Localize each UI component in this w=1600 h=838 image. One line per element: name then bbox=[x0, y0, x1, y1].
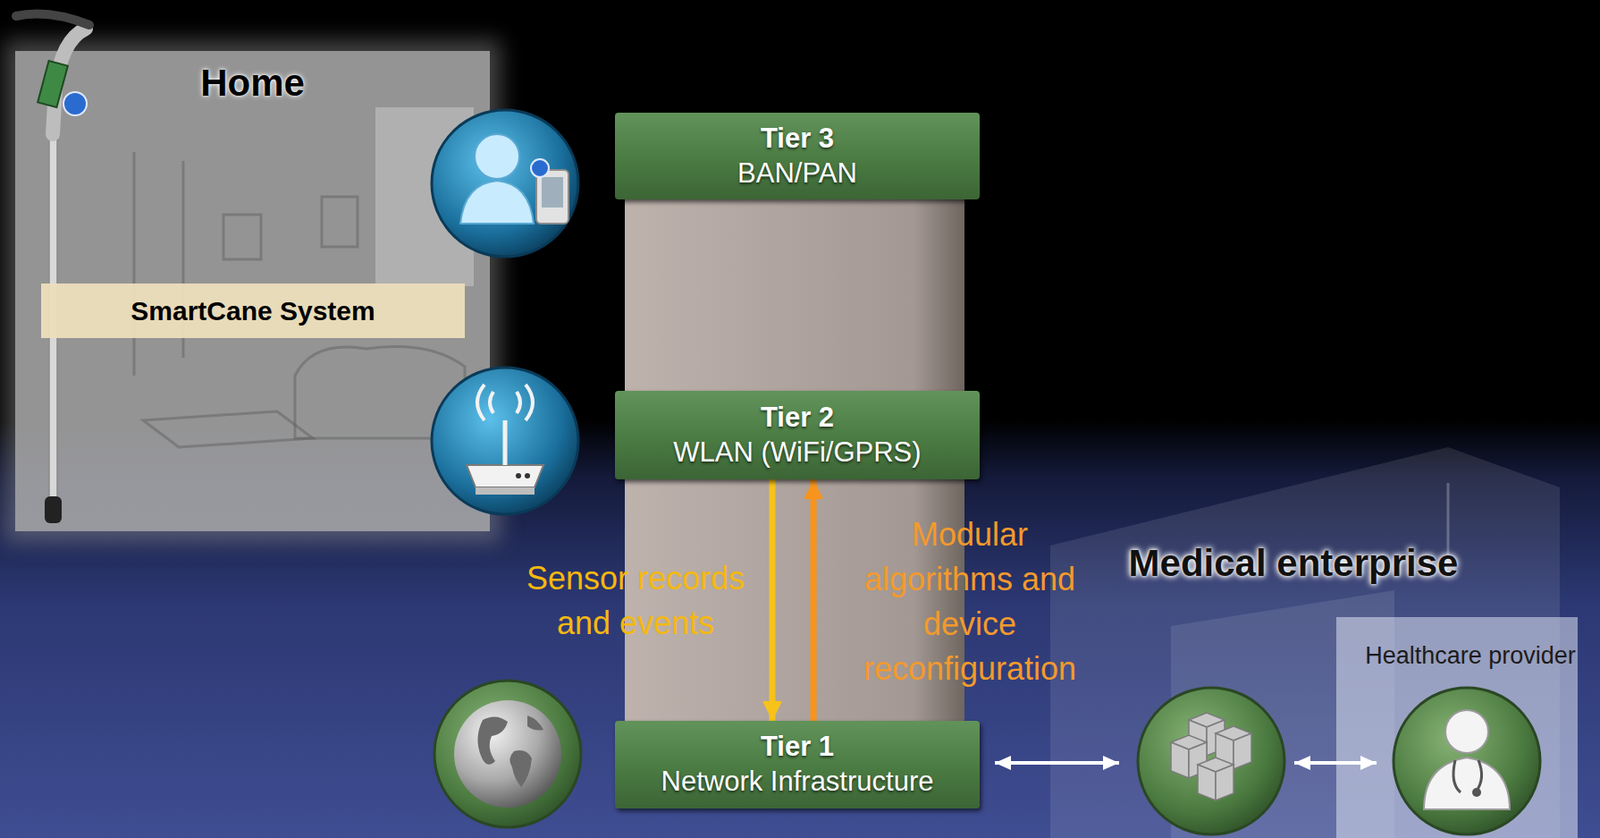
flow-arrow bbox=[810, 479, 817, 721]
system-box: SmartCane System bbox=[41, 283, 465, 338]
region-title: Medical enterprise bbox=[1087, 541, 1499, 585]
role-label: Healthcare provider bbox=[1349, 641, 1592, 670]
tier-network: WLAN (WiFi/GPRS) bbox=[673, 435, 921, 471]
tier-column bbox=[624, 192, 965, 729]
tier-box: Tier 3BAN/PAN bbox=[614, 112, 980, 200]
cane-illustration bbox=[16, 14, 90, 523]
tier-network: Network Infrastructure bbox=[661, 764, 935, 800]
tier-title: Tier 1 bbox=[760, 729, 834, 765]
flow-arrow bbox=[769, 479, 776, 721]
router-icon bbox=[431, 367, 579, 514]
home-panel: HomeSmartCane System bbox=[15, 50, 490, 531]
arrow-label: Modular algorithms and device reconfigur… bbox=[840, 512, 1100, 691]
tier-title: Tier 2 bbox=[760, 400, 834, 436]
double-arrow bbox=[1294, 760, 1377, 765]
globe-icon bbox=[434, 680, 582, 827]
tier-network: BAN/PAN bbox=[737, 156, 858, 192]
box-label: SmartCane System bbox=[130, 295, 375, 327]
arrow-label: Sensor records and events bbox=[510, 555, 761, 646]
doctor-icon bbox=[1393, 687, 1541, 834]
double-arrow bbox=[994, 760, 1120, 765]
tier-box: Tier 2WLAN (WiFi/GPRS) bbox=[614, 390, 980, 480]
server-icon bbox=[1137, 687, 1285, 834]
user-icon bbox=[431, 109, 579, 257]
tier-box: Tier 1Network Infrastructure bbox=[614, 720, 980, 809]
tier-title: Tier 3 bbox=[760, 121, 834, 157]
panel-title: Home bbox=[15, 61, 490, 105]
